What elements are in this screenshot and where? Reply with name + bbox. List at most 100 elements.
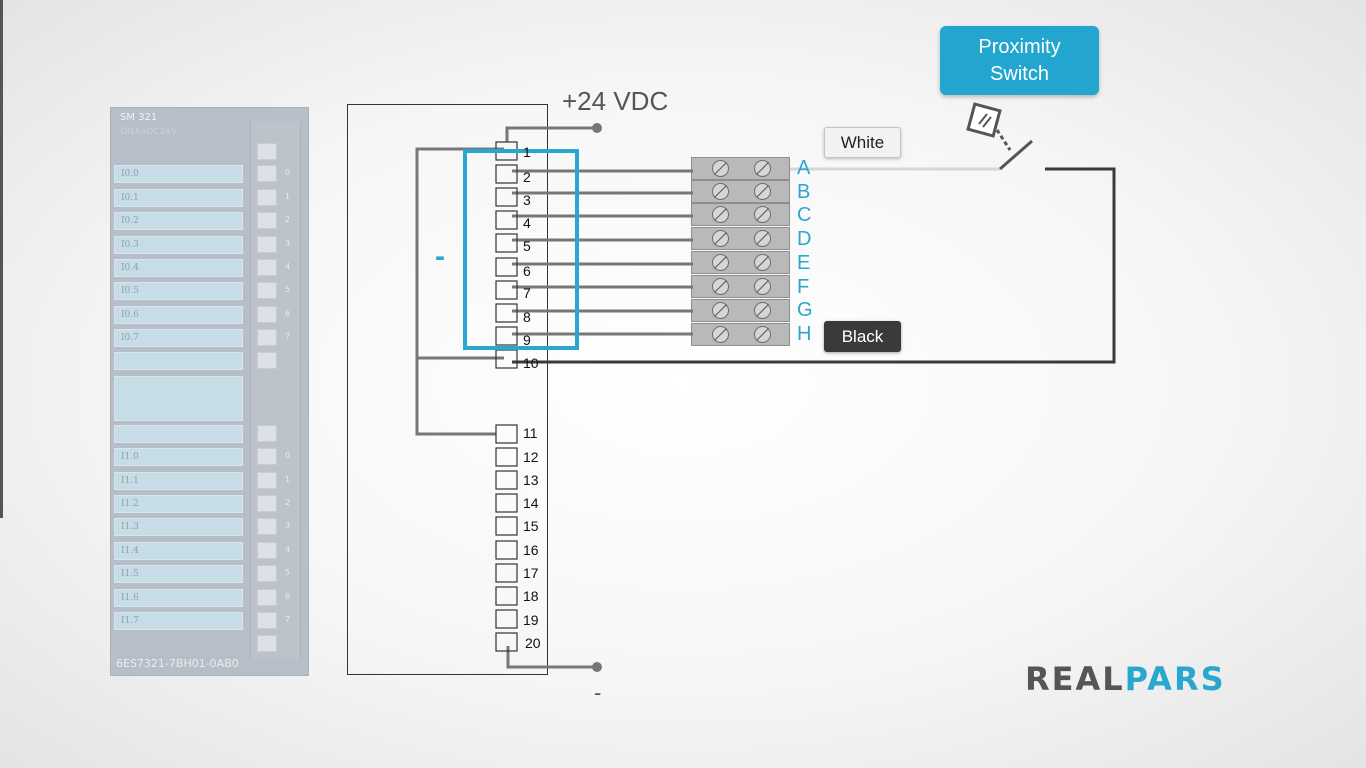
bit-number: 6 [285, 592, 291, 601]
screw-icon [712, 183, 729, 200]
screw-icon [754, 230, 771, 247]
status-led [257, 352, 277, 369]
input-row: I1.2 [114, 495, 243, 513]
screw-icon [754, 254, 771, 271]
status-led [257, 448, 277, 465]
bit-number: 5 [285, 568, 291, 577]
input-row: I0.6 [114, 306, 243, 324]
selection-highlight [463, 149, 579, 350]
terminal-block-row [691, 275, 790, 298]
realpars-logo: REALPARS [1025, 660, 1226, 698]
terminal-number: 6 [523, 263, 531, 279]
input-row: I0.0 [114, 165, 243, 183]
terminal-square [495, 632, 518, 652]
terminal-number: 4 [523, 215, 531, 231]
terminal-square [495, 586, 518, 606]
terminal-block-row [691, 299, 790, 322]
terminal-square [495, 424, 518, 444]
input-row: I0.3 [114, 236, 243, 254]
status-led [257, 236, 277, 253]
terminal-block-row [691, 180, 790, 203]
screw-icon [754, 302, 771, 319]
bit-number: 4 [285, 545, 291, 554]
logo-part2: PARS [1124, 660, 1226, 698]
terminal-number: 14 [523, 495, 539, 511]
screw-icon [754, 160, 771, 177]
terminal-number: 16 [523, 542, 539, 558]
status-led [257, 329, 277, 346]
module-type: DI16xDC24V [120, 127, 178, 137]
bit-number: 0 [285, 168, 291, 177]
black-wire [512, 167, 1116, 364]
bit-number: 3 [285, 521, 291, 530]
screw-icon [712, 160, 729, 177]
bit-number: 5 [285, 285, 291, 294]
terminal-square [495, 563, 518, 583]
module-frame [110, 107, 309, 676]
terminal-block-row [691, 323, 790, 346]
supply-negative-label: - [594, 680, 602, 705]
block-letter: A [797, 157, 811, 179]
terminal-square [495, 326, 518, 346]
screw-icon [712, 206, 729, 223]
input-row-blank [114, 425, 243, 443]
terminal-square [495, 233, 518, 253]
block-letter: C [797, 204, 812, 226]
terminal-number: 7 [523, 285, 531, 301]
terminal-number: 12 [523, 449, 539, 465]
terminal-square [495, 303, 518, 323]
bit-number: 7 [285, 615, 291, 624]
terminal-number: 1 [523, 144, 531, 160]
status-led [257, 282, 277, 299]
sensor-actuator [995, 129, 1012, 151]
input-row: I0.7 [114, 329, 243, 347]
white-wire-tag: White [824, 127, 901, 158]
block-letter: H [797, 323, 812, 345]
input-row: I0.2 [114, 212, 243, 230]
input-row: I1.7 [114, 612, 243, 630]
black-wire-tag: Black [824, 321, 901, 352]
terminal-square [495, 493, 518, 513]
terminal-number: 3 [523, 192, 531, 208]
status-led [257, 495, 277, 512]
terminal-block-row [691, 251, 790, 274]
bit-number: 4 [285, 262, 291, 271]
switch-contact [999, 139, 1033, 171]
input-row: I1.5 [114, 565, 243, 583]
screw-icon [754, 183, 771, 200]
sensor-icon [966, 102, 1002, 138]
block-letter: F [797, 276, 810, 298]
bit-number: 2 [285, 215, 291, 224]
terminal-number: 10 [523, 355, 539, 371]
terminal-number: 17 [523, 565, 539, 581]
jumper-wire [415, 147, 504, 436]
terminal-number: 2 [523, 169, 531, 185]
terminal-square [495, 164, 518, 184]
status-led [257, 472, 277, 489]
terminal-number: 13 [523, 472, 539, 488]
status-led [257, 306, 277, 323]
status-led [257, 542, 277, 559]
logo-part1: REAL [1025, 660, 1125, 698]
status-led [257, 425, 277, 442]
screw-icon [754, 326, 771, 343]
input-row: I1.0 [114, 448, 243, 466]
screw-icon [712, 326, 729, 343]
proximity-switch-line1: Proximity [978, 36, 1061, 58]
module-name: SM 321 [120, 112, 158, 123]
terminal-square [495, 540, 518, 560]
bit-number: 1 [285, 475, 291, 484]
terminal-number: 15 [523, 518, 539, 534]
terminal-square [495, 447, 518, 467]
proximity-switch-line2: Switch [990, 63, 1049, 85]
plc-input-module: SM 321 DI16xDC24V I0.0 I0.1 I0.2 I0.3 I0… [110, 107, 309, 676]
bit-number: 1 [285, 192, 291, 201]
block-letter: B [797, 181, 811, 203]
input-row: I1.4 [114, 542, 243, 560]
led-top [257, 143, 277, 160]
terminal-square [495, 516, 518, 536]
module-order-number: 6ES7321-7BH01-0AB0 [116, 657, 239, 670]
status-led [257, 165, 277, 182]
screw-icon [712, 278, 729, 295]
